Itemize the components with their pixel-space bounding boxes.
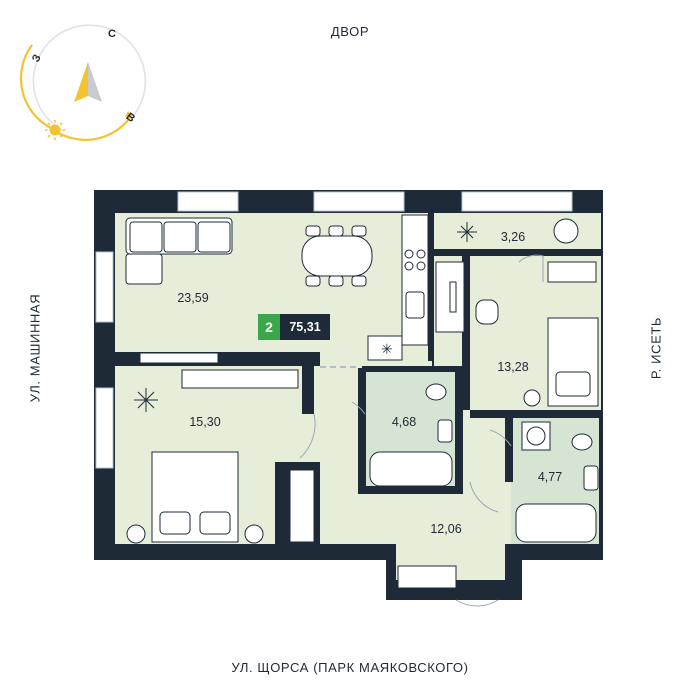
door-swings <box>299 254 544 607</box>
room-area-balcony: 3,26 <box>501 230 525 244</box>
compass: С З В <box>19 24 147 141</box>
street-label-bottom: УЛ. ЩОРСА (ПАРК МАЯКОВСКОГО) <box>231 660 469 675</box>
plant-icon <box>134 222 477 412</box>
washing-machine-icon <box>521 421 551 451</box>
room-count: 2 <box>265 319 273 335</box>
room-area-hall: 12,06 <box>430 522 461 536</box>
radiator-icon <box>181 261 597 589</box>
window-top-3 <box>461 191 573 212</box>
compass-needle-north <box>88 62 102 102</box>
furniture <box>125 214 599 589</box>
dining-table-icon <box>301 225 373 287</box>
window-top-1 <box>177 191 239 212</box>
room-area-living: 23,59 <box>177 291 208 305</box>
toilet-icon <box>425 383 593 451</box>
desk-chair-icon <box>475 299 499 325</box>
apartment-badge: 2 75,31 <box>258 314 330 340</box>
compass-ring-yellow <box>19 44 52 129</box>
bathtub-icon <box>369 451 597 543</box>
room-count-badge <box>258 314 280 340</box>
balcony-chair-icon <box>553 218 579 244</box>
room-area-bathroom-1: 4,68 <box>392 415 416 429</box>
compass-west-letter: З <box>30 53 44 65</box>
compass-north-letter: С <box>108 28 116 40</box>
sun-icon <box>45 120 65 140</box>
room-area-bedroom-right: 13,28 <box>497 360 528 374</box>
room-area-bathroom-2: 4,77 <box>538 470 562 484</box>
total-area: 75,31 <box>289 320 320 334</box>
windows <box>95 191 573 469</box>
sofa-icon <box>125 217 233 285</box>
room-area-bedroom-left: 15,30 <box>189 415 220 429</box>
tv-stand-icon <box>139 352 219 364</box>
bed-right-icon <box>523 317 599 407</box>
bed-left-icon <box>126 451 264 544</box>
window-left-1 <box>95 251 114 323</box>
room-labels: 23,59 15,30 3,26 13,28 4,68 4,77 12,06 <box>177 230 562 536</box>
window-top-2 <box>313 191 405 212</box>
street-label-top: ДВОР <box>330 24 370 39</box>
compass-ring-grey <box>32 24 147 131</box>
compass-needle-south <box>74 62 88 102</box>
ventilation-icon: ✳ <box>381 341 393 357</box>
window-left-2 <box>95 387 114 469</box>
kitchen-counter-icon <box>367 214 465 361</box>
sink-icon <box>437 419 599 491</box>
total-area-badge <box>280 314 330 340</box>
